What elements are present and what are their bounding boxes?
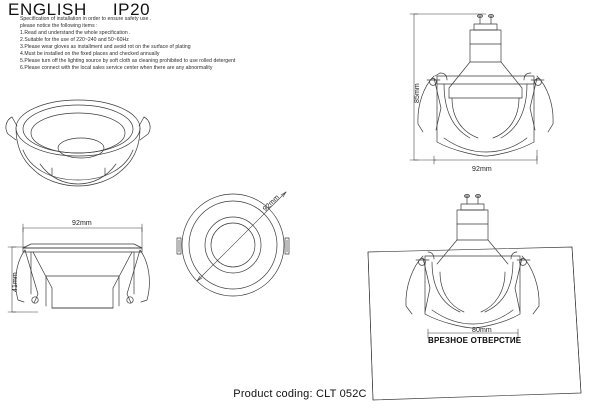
instruction-line: 1.Read and understand the whole specific… [20,30,131,37]
downlight-side-section-view [7,223,150,313]
instruction-line: Specification of installation in order t… [20,16,152,22]
instruction-line: 4.Must be installed on the fixed places … [20,51,160,58]
instruction-line: 5.Please turn off the lighting source by… [20,58,236,65]
dimension-label-height-side-view: 41mm [12,272,19,292]
downlight-ceiling-installation-view [367,194,582,401]
sheet-header: ENGLISH IP20 [8,0,150,20]
instruction-line: please notice the following items : [20,23,98,30]
dimension-label-width-front-view: 92mm [472,166,492,173]
downlight-top-view [176,191,290,297]
instruction-line: 3.Please wear gloves as installment and … [20,44,191,51]
product-coding-label: Product coding: CLT 052C [233,388,367,400]
dimension-label-width-side-view: 92mm [72,220,92,227]
instruction-line: 2.Suitable for the use of 220~240 and 50… [20,37,129,44]
language-label: ENGLISH [8,0,87,19]
installation-instructions: Specification of installation in order t… [20,16,340,72]
cutout-caption: ВРЕЗНОЕ ОТВЕРСТИЕ [428,336,522,345]
sheet-footer: Product coding: CLT 052C [0,384,600,402]
downlight-front-section-with-lamp [409,13,554,165]
downlight-perspective-view [5,99,151,187]
dimension-label-height-front-view: 85mm [414,83,421,103]
dimension-label-cutout-diameter: 80mm [472,327,492,334]
instruction-line: 6.Please connect with the local sales se… [20,65,213,72]
ip-rating-label: IP20 [112,0,151,19]
